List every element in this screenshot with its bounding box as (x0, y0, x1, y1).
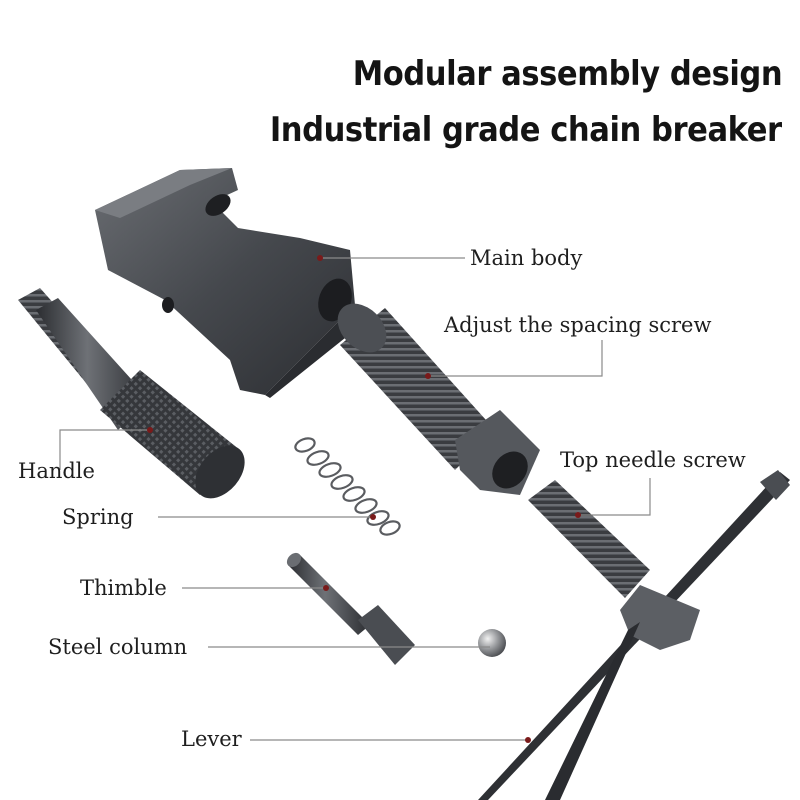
leader-adjust-screw (428, 340, 603, 377)
label-main-body: Main body (470, 246, 583, 270)
label-steel-column: Steel column (48, 635, 188, 659)
label-thimble: Thimble (80, 576, 167, 600)
label-top-needle-screw: Top needle screw (560, 448, 746, 472)
spring-part (294, 437, 401, 536)
leader-top-needle (578, 478, 651, 516)
label-spring: Spring (62, 505, 134, 529)
headline-line-2: Industrial grade chain breaker (270, 110, 782, 150)
label-lever: Lever (181, 727, 242, 751)
top-needle-screw-part (528, 480, 650, 598)
lever-part (478, 470, 790, 800)
main-body-part (95, 168, 355, 398)
marker-dots (147, 255, 581, 743)
label-adjust-screw: Adjust the spacing screw (444, 313, 712, 337)
leader-handle (59, 429, 148, 470)
leader-lines (59, 257, 651, 741)
steel-column-part (478, 629, 506, 657)
adjust-screw-part (337, 303, 540, 495)
handle-part (18, 288, 245, 499)
headline-line-1: Modular assembly design (352, 54, 783, 94)
label-handle: Handle (18, 459, 95, 483)
thimble-part (286, 552, 415, 665)
